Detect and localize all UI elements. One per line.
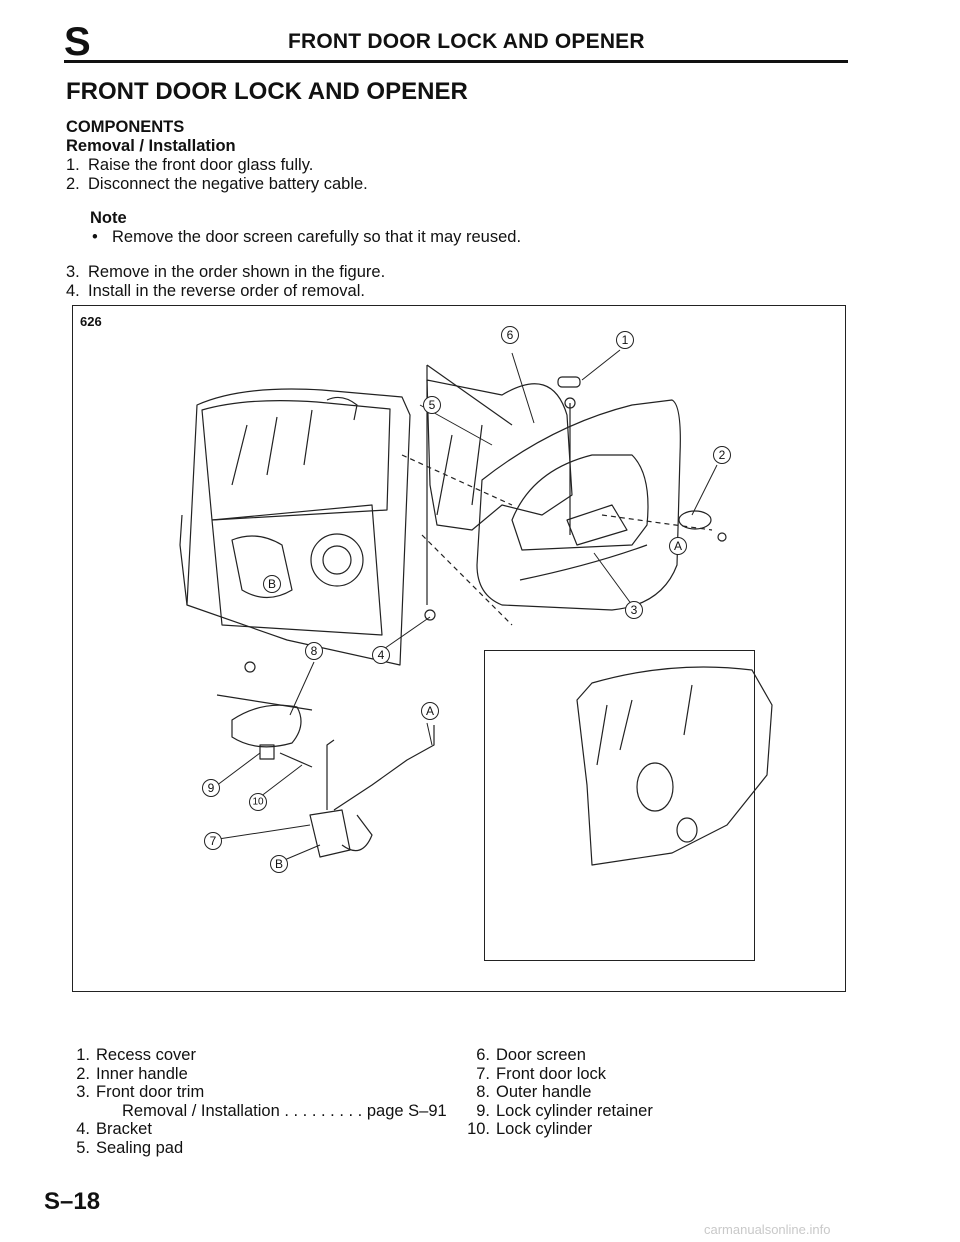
front-door-lock-part — [309, 809, 351, 858]
callout-A-1: A — [674, 539, 682, 553]
callout-2: 2 — [719, 448, 726, 462]
door-trim — [476, 399, 681, 611]
step-text: Remove in the order shown in the figure. — [88, 263, 386, 281]
step-number: 1. — [66, 156, 80, 174]
figure-inset-frame — [484, 650, 755, 961]
callout-10: 10 — [252, 797, 264, 808]
section-letter: S — [64, 20, 91, 64]
callout-6: 6 — [507, 328, 514, 342]
step-number: 3. — [66, 263, 80, 281]
callout-1: 1 — [622, 333, 629, 347]
step-number: 4. — [66, 282, 80, 300]
callout-A-2: A — [426, 704, 434, 718]
bullet: • — [92, 228, 98, 246]
outer-handle-part — [231, 704, 302, 748]
header-rule — [64, 60, 848, 63]
legend-item: 9.Lock cylinder retainer — [476, 1101, 653, 1120]
callout-B-2: B — [268, 577, 276, 591]
callout-7: 7 — [210, 834, 217, 848]
callout-3: 3 — [631, 603, 638, 617]
figure-model-label: 626 — [80, 314, 102, 329]
legend-item: 10.Lock cylinder — [467, 1120, 593, 1138]
legend-item: 5.Sealing pad — [76, 1138, 184, 1157]
legend-item: 3.Front door trim — [76, 1083, 205, 1101]
inset-door — [576, 666, 773, 866]
note-label: Note — [90, 209, 127, 227]
subsubheading: Removal / Installation — [66, 137, 236, 155]
legend-left: 1.Recess cover 2.Inner handle 3.Front do… — [56, 1046, 447, 1157]
callout-9: 9 — [208, 781, 215, 795]
callout-5: 5 — [429, 398, 436, 412]
speaker-hole — [310, 533, 364, 587]
step-text: Install in the reverse order of removal. — [88, 282, 365, 300]
step-4: 4. Install in the reverse order of remova… — [66, 281, 365, 301]
step-text: Raise the front door glass fully. — [88, 156, 314, 174]
legend-item: 1.Recess cover — [76, 1046, 196, 1064]
section-title: FRONT DOOR LOCK AND OPENER — [66, 78, 468, 105]
page-number: S–18 — [44, 1188, 101, 1215]
step-number: 2. — [66, 175, 80, 193]
watermark: carmanualsonline.info — [704, 1222, 831, 1237]
step-2: 2. Disconnect the negative battery cable. — [66, 174, 368, 194]
exploded-door-diagram: 6 1 2 A 3 4 8 A 9 10 7 B B 5 — [179, 326, 773, 873]
header-title: FRONT DOOR LOCK AND OPENER — [288, 30, 645, 53]
legend-item: 6.Door screen — [476, 1046, 586, 1064]
step-3: 3. Remove in the order shown in the figur… — [66, 262, 385, 282]
legend-right: 6.Door screen 7.Front door lock 8.Outer … — [456, 1046, 653, 1139]
note-item: • Remove the door screen carefully so tha… — [92, 227, 521, 247]
legend-item: 7.Front door lock — [476, 1064, 607, 1083]
recess-cover-part — [557, 376, 581, 388]
callout-4: 4 — [378, 648, 385, 662]
figure-frame — [72, 305, 846, 992]
callout-B-1: B — [275, 857, 283, 871]
subheading: COMPONENTS — [66, 118, 185, 136]
note-text: Remove the door screen carefully so that… — [112, 228, 522, 246]
legend-item: 2.Inner handle — [76, 1064, 188, 1083]
callout-8: 8 — [311, 644, 318, 658]
legend-item: 8.Outer handle — [476, 1083, 592, 1101]
step-text: Disconnect the negative battery cable. — [88, 175, 368, 193]
legend-item: 4.Bracket — [76, 1120, 152, 1138]
legend-item: Removal / Installation . . . . . . . . .… — [122, 1101, 447, 1120]
inner-handle-part — [678, 510, 712, 530]
door-screen — [426, 379, 573, 531]
step-1: 1. Raise the front door glass fully. — [66, 155, 313, 175]
door-shell — [186, 388, 411, 666]
